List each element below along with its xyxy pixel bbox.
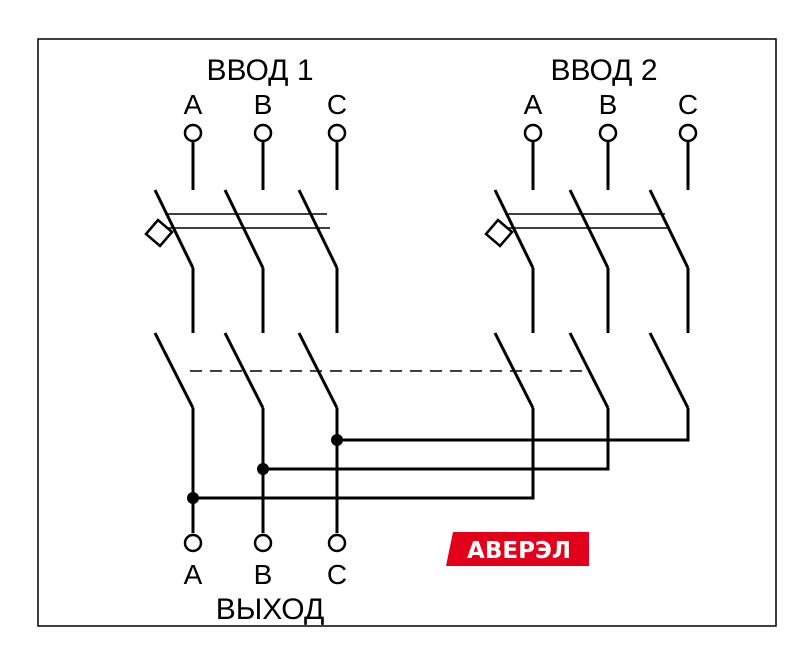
cross-wire-a bbox=[193, 408, 535, 500]
switch-blade-1b bbox=[223, 332, 265, 409]
input2-breaker-blade-c bbox=[648, 189, 690, 269]
junction-dot-a bbox=[187, 492, 199, 504]
output-phase-b-label: B bbox=[254, 559, 273, 590]
input1-breaker-handle bbox=[144, 218, 174, 248]
switch-blade-2c bbox=[648, 332, 690, 409]
switch-blade-1a bbox=[153, 332, 195, 409]
input2-breaker-blade-a bbox=[493, 189, 535, 269]
input1-terminal-b bbox=[253, 123, 273, 143]
input1-phase-a-label: A bbox=[184, 89, 203, 120]
averel-logo: АВЕРЭЛ bbox=[446, 532, 589, 566]
logo-background bbox=[446, 532, 589, 566]
junction-dot-b bbox=[257, 463, 269, 475]
input2-phase-c-label: C bbox=[678, 89, 698, 120]
input2-terminal-a bbox=[523, 123, 543, 143]
output-terminal-c bbox=[327, 533, 347, 553]
input1-terminal-c bbox=[327, 123, 347, 143]
input1-breaker-blade-c bbox=[297, 189, 339, 269]
cross-wire-b bbox=[263, 408, 610, 471]
input2-terminal-b bbox=[598, 123, 618, 143]
junction-dot-c bbox=[331, 434, 343, 446]
input2-label: ВВОД 2 bbox=[550, 54, 657, 87]
input1-phase-b-label: B bbox=[254, 89, 273, 120]
input1-breaker-blade-a bbox=[153, 189, 195, 269]
switch-blade-2b bbox=[568, 332, 610, 409]
input2-breaker-handle bbox=[484, 218, 514, 248]
output-phase-a-label: A bbox=[184, 559, 203, 590]
output-phase-c-label: C bbox=[327, 559, 347, 590]
input2-breaker-blade-b bbox=[568, 189, 610, 269]
cross-wire-c bbox=[337, 408, 690, 442]
output-terminal-a bbox=[183, 533, 203, 553]
input2-phase-a-label: A bbox=[524, 89, 543, 120]
diagram-frame bbox=[37, 38, 777, 627]
input2-phase-b-label: B bbox=[599, 89, 618, 120]
logo-text: АВЕРЭЛ bbox=[467, 538, 571, 564]
input1-label: ВВОД 1 bbox=[206, 54, 313, 87]
input1-phase-c-label: C bbox=[327, 89, 347, 120]
output-label: ВЫХОД bbox=[216, 593, 325, 626]
input1-terminal-a bbox=[183, 123, 203, 143]
input1-breaker-blade-b bbox=[223, 189, 265, 269]
input2-terminal-c bbox=[678, 123, 698, 143]
output-terminal-b bbox=[253, 533, 273, 553]
